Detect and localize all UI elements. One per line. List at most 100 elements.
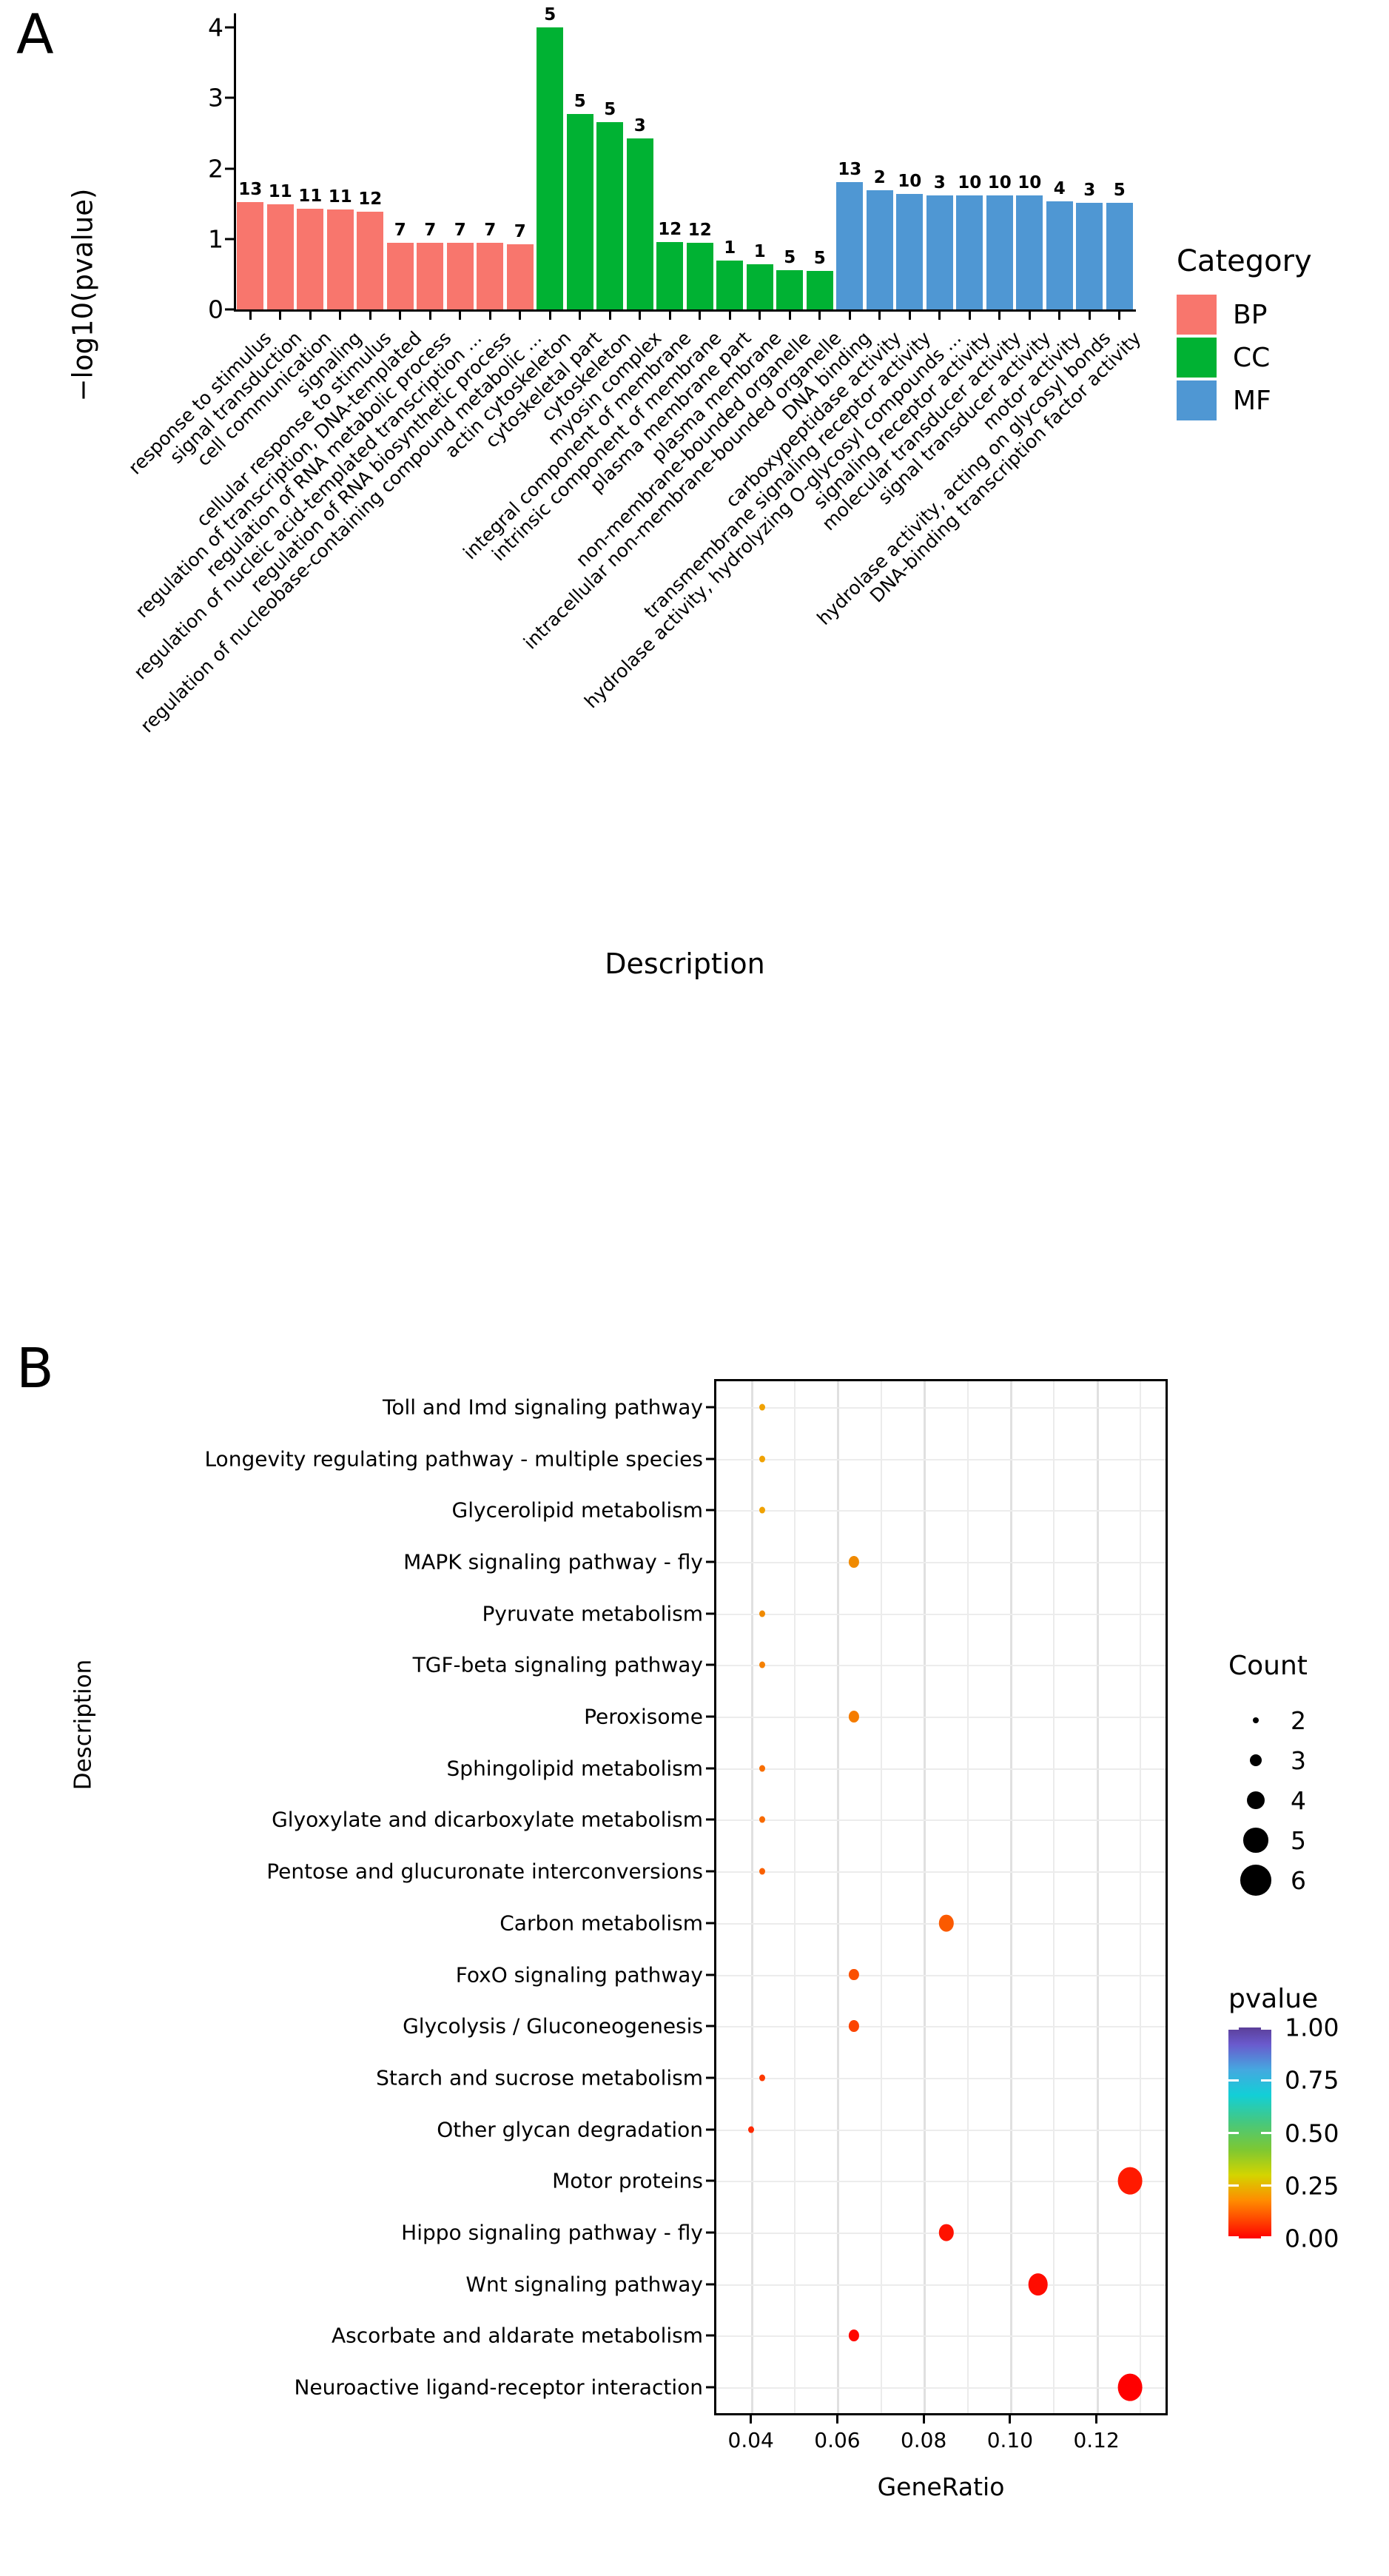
colorbar-tick-label-1.00: 1.00 — [1285, 2013, 1339, 2042]
panel-a-bar: 12 — [656, 220, 684, 309]
panel-a-x-tickmark — [1028, 309, 1031, 320]
panel-a-bar-count-label: 7 — [484, 220, 497, 240]
panel-a-bar: 7 — [477, 221, 504, 309]
panel-a-y-tickmark — [225, 308, 235, 311]
panel-b-dot[interactable] — [849, 2020, 860, 2033]
panel-b-count-legend-item-2[interactable]: 2 — [1228, 1700, 1388, 1740]
count-legend-dot-box — [1228, 1828, 1283, 1853]
panel-b-y-tickmark — [706, 1922, 716, 1925]
panel-b-dot[interactable] — [759, 2074, 765, 2082]
panel-a-x-tickmark — [878, 309, 881, 320]
panel-b-count-legend-item-3[interactable]: 3 — [1228, 1740, 1388, 1780]
legend-swatch-icon — [1177, 380, 1217, 420]
panel-b-dot[interactable] — [747, 2126, 754, 2133]
panel-a-bar: 11 — [326, 187, 354, 309]
panel-a-x-tickmark — [579, 309, 582, 320]
colorbar-tickmark — [1228, 2132, 1239, 2134]
panel-b-dot[interactable] — [759, 1506, 765, 1514]
panel-a-bar-count-label: 5 — [544, 5, 556, 25]
panel-b-dot[interactable] — [759, 1610, 765, 1617]
panel-a-y-tickmark — [225, 167, 235, 170]
panel-a-x-tickmark — [399, 309, 402, 320]
panel-b-letter: B — [16, 1337, 54, 1401]
panel-b-dot[interactable] — [1117, 2167, 1143, 2195]
panel-b-gridline-horizontal — [716, 2284, 1166, 2286]
panel-a-bar: 1 — [746, 242, 773, 309]
panel-b-gridline-horizontal — [716, 2026, 1166, 2028]
panel-a-bar: 4 — [1046, 179, 1073, 309]
panel-a-legend-item-cc[interactable]: CC — [1177, 338, 1362, 378]
panel-b-count-legend-item-4[interactable]: 4 — [1228, 1780, 1388, 1820]
panel-a-bar-count-label: 12 — [358, 189, 383, 209]
panel-a-legend-item-label: BP — [1233, 299, 1268, 330]
panel-a-x-tickmark — [339, 309, 342, 320]
panel-b-gridline-horizontal — [716, 2387, 1166, 2389]
panel-b-dot[interactable] — [759, 1868, 765, 1875]
panel-b-y-tickmark — [706, 2231, 716, 2234]
panel-a-bar: 5 — [596, 100, 624, 309]
panel-a-x-tickmark — [998, 309, 1001, 320]
panel-a-bar: 7 — [417, 221, 444, 309]
panel-a-bar: 10 — [896, 172, 924, 309]
panel-a-bar: 2 — [866, 168, 893, 309]
panel-b-dot[interactable] — [938, 2224, 954, 2241]
panel-b-y-tickmark — [706, 1560, 716, 1563]
count-legend-dot-icon — [1246, 1791, 1265, 1810]
panel-b-gridline-horizontal — [716, 2129, 1166, 2131]
panel-a-bar-count-label: 3 — [1083, 181, 1096, 201]
panel-a-y-axis-title: −log10(pvalue) — [67, 188, 99, 401]
panel-b-dot[interactable] — [759, 1661, 765, 1668]
panel-a-legend-item-bp[interactable]: BP — [1177, 295, 1362, 335]
panel-b-dot[interactable] — [1028, 2273, 1049, 2295]
panel-b-dot[interactable] — [849, 2330, 860, 2342]
panel-b-gridline-horizontal — [716, 1510, 1166, 1512]
panel-b-pathway-label: TGF-beta signaling pathway — [412, 1652, 703, 1677]
panel-a-x-tickmark — [459, 309, 462, 320]
panel-b-pathway-label: Wnt signaling pathway — [465, 2272, 703, 2297]
panel-b-dot[interactable] — [849, 1555, 860, 1568]
panel-b-dot[interactable] — [849, 1711, 860, 1723]
panel-b-dot[interactable] — [759, 1403, 765, 1411]
panel-b-gridline-horizontal — [716, 1458, 1166, 1460]
panel-a-x-tickmark — [848, 309, 851, 320]
count-legend-dot-box — [1228, 1754, 1283, 1767]
panel-a-legend-item-mf[interactable]: MF — [1177, 380, 1362, 420]
panel-a-bar-count-label: 7 — [394, 220, 406, 240]
panel-b-gridline-vertical-major — [837, 1381, 840, 2413]
panel-b-gridline-vertical-major — [750, 1381, 753, 2413]
panel-a-legend-item-label: CC — [1233, 342, 1271, 373]
colorbar-tickmark — [1228, 2236, 1239, 2238]
colorbar-tickmark — [1261, 2132, 1271, 2134]
colorbar-tick-label-0.50: 0.50 — [1285, 2119, 1339, 2147]
panel-a-x-tickmark — [519, 309, 522, 320]
panel-b-pathway-label: Sphingolipid metabolism — [446, 1756, 703, 1781]
panel-a-bar-count-label: 12 — [687, 220, 712, 240]
panel-a-bar-count-label: 7 — [454, 220, 466, 240]
panel-a-x-axis-title: Description — [605, 947, 765, 980]
panel-b-dot[interactable] — [759, 1765, 765, 1772]
panel-b-x-tickmark — [922, 2413, 925, 2424]
panel-b-y-tickmark — [706, 1509, 716, 1512]
colorbar-tickmark — [1228, 2027, 1239, 2030]
panel-b-dot[interactable] — [1117, 2373, 1143, 2401]
panel-b-count-legend-item-6[interactable]: 6 — [1228, 1860, 1388, 1900]
panel-a-bar: 7 — [386, 221, 414, 309]
panel-b-dot[interactable] — [849, 1968, 860, 1981]
panel-b-dot[interactable] — [759, 1816, 765, 1823]
panel-b-y-tickmark — [706, 1973, 716, 1976]
panel-b-dot[interactable] — [759, 1455, 765, 1463]
panel-a-x-tickmark — [249, 309, 252, 320]
panel-b-gridline-horizontal — [716, 1717, 1166, 1719]
panel-a-legend-title: Category — [1177, 244, 1312, 278]
count-legend-dot-box — [1228, 1865, 1283, 1896]
panel-a-x-tickmark — [639, 309, 642, 320]
panel-b-count-legend-item-5[interactable]: 5 — [1228, 1820, 1388, 1860]
panel-b-dot[interactable] — [938, 1914, 954, 1932]
panel-a-x-tickmark — [788, 309, 791, 320]
panel-b-count-legend-item-label: 6 — [1291, 1865, 1306, 1895]
panel-a-bar-count-label: 10 — [1018, 172, 1042, 192]
panel-a-bar: 3 — [1076, 181, 1103, 309]
